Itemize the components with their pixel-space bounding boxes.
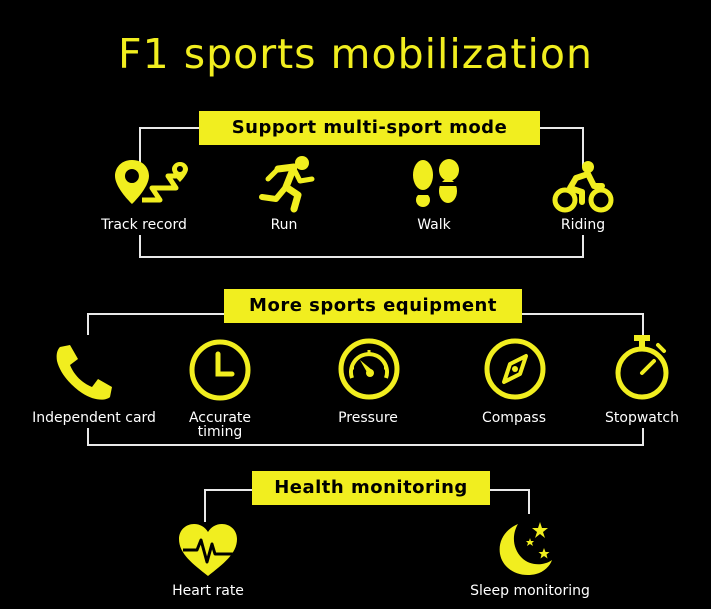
clock-icon [189, 339, 251, 401]
section-heading-equipment: More sports equipment [224, 289, 522, 323]
page-title: F1 sports mobilization [118, 30, 593, 78]
bracket-line [582, 235, 584, 258]
label-independent-card: Independent card [32, 410, 156, 426]
bracket-line [87, 428, 89, 446]
map-pin-track-icon [115, 160, 188, 204]
bracket-line [642, 428, 644, 446]
section-heading-health: Health monitoring [252, 471, 490, 505]
cyclist-icon [552, 161, 614, 213]
bracket-line [642, 313, 644, 335]
label-run: Run [270, 217, 298, 233]
label-track-record: Track record [101, 217, 187, 233]
bracket-line [87, 313, 89, 335]
bracket-line [87, 313, 224, 315]
label-compass: Compass [481, 410, 547, 426]
bracket-line [87, 444, 644, 446]
bracket-line [528, 489, 530, 514]
bracket-line [540, 127, 584, 129]
bracket-line [139, 127, 141, 167]
bracket-line [204, 489, 206, 522]
label-accurate: Accurate [188, 410, 252, 426]
runner-icon [259, 156, 315, 213]
compass-icon [484, 338, 546, 400]
heart-pulse-icon [179, 524, 237, 576]
label-walk: Walk [417, 217, 451, 233]
bracket-line [490, 489, 530, 491]
stopwatch-icon [615, 335, 669, 400]
section-heading-sport-modes: Support multi-sport mode [199, 111, 540, 145]
bracket-line [139, 256, 584, 258]
footprints-icon [411, 159, 461, 207]
bracket-line [582, 127, 584, 167]
phone-handset-icon [56, 345, 112, 400]
label-pressure: Pressure [338, 410, 398, 426]
label-heart-rate: Heart rate [172, 583, 244, 599]
bracket-line [139, 235, 141, 258]
bracket-line [139, 127, 199, 129]
gauge-icon [338, 338, 400, 400]
bracket-line [204, 489, 252, 491]
label-riding: Riding [560, 217, 606, 233]
bracket-line [522, 313, 644, 315]
label-sleep-monitoring: Sleep monitoring [470, 583, 590, 599]
moon-stars-icon [499, 522, 552, 576]
label-timing: timing [197, 424, 243, 440]
label-stopwatch: Stopwatch [605, 410, 679, 426]
